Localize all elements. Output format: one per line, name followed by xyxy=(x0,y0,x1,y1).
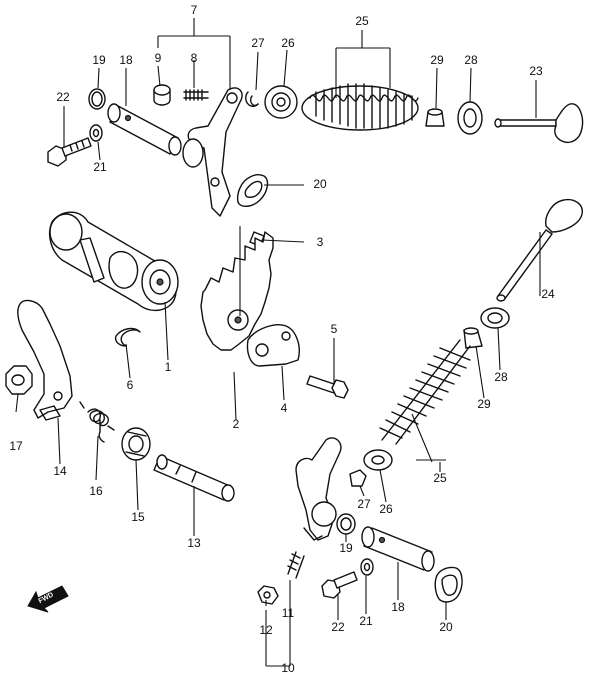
o-ring-19-top xyxy=(88,88,106,110)
callout-10: 10 xyxy=(281,661,295,675)
callout-25-top: 25 xyxy=(355,14,369,28)
callout-21-bottom: 21 xyxy=(359,614,373,628)
callout-6: 6 xyxy=(127,378,134,392)
callout-21-top: 21 xyxy=(93,160,107,174)
callout-22-bottom: 22 xyxy=(331,620,345,634)
spring-seat-28-top xyxy=(457,101,483,135)
washer-21-top xyxy=(89,124,103,142)
gasket-20-bottom xyxy=(434,566,463,603)
rocker-arm-7-top xyxy=(182,87,243,217)
retainer-26-bottom xyxy=(363,449,393,471)
spring-seat-28-bottom xyxy=(480,307,510,329)
bolt-5 xyxy=(306,375,349,399)
rocker-shaft-18-bottom xyxy=(361,526,435,572)
callout-19-top: 19 xyxy=(92,53,106,67)
valve-23 xyxy=(494,103,584,144)
callout-23: 23 xyxy=(529,64,543,78)
valve-seal-29-bottom xyxy=(463,327,483,349)
callout-2: 2 xyxy=(233,417,240,431)
valve-springs-25-bottom xyxy=(379,339,471,445)
callout-27-top: 27 xyxy=(251,36,265,50)
callout-29-top: 29 xyxy=(430,53,444,67)
rocker-shaft-18-top xyxy=(107,103,182,156)
valve-24 xyxy=(496,198,583,302)
cam-sprocket-2 xyxy=(200,231,274,351)
callout-11: 11 xyxy=(282,606,295,620)
adjust-screw-11 xyxy=(287,551,305,579)
shaft-13 xyxy=(153,454,235,502)
callout-22-top: 22 xyxy=(56,90,70,104)
rocker-arm-10 xyxy=(295,437,342,541)
callout-28-top: 28 xyxy=(464,53,478,67)
callout-18-top: 18 xyxy=(119,53,133,67)
callout-26-bottom: 26 xyxy=(379,502,393,516)
callout-9: 9 xyxy=(155,51,162,65)
callout-4: 4 xyxy=(281,401,288,415)
valve-seal-29-top xyxy=(425,108,445,127)
bolt-22-bottom xyxy=(321,571,358,599)
cap-9 xyxy=(153,84,171,106)
bearing-15 xyxy=(121,427,151,461)
retainer-26-top xyxy=(264,85,298,119)
fwd-arrow-icon: FWD xyxy=(27,585,69,613)
gasket-20-top xyxy=(236,174,269,207)
callout-1: 1 xyxy=(165,360,172,374)
callout-28-bottom: 28 xyxy=(494,370,508,384)
callout-17: 17 xyxy=(9,439,23,453)
callout-20-top: 20 xyxy=(313,177,327,191)
callout-20-bottom: 20 xyxy=(439,620,453,634)
callout-14: 14 xyxy=(53,464,67,478)
callout-19-bottom: 19 xyxy=(339,541,353,555)
valve-springs-25-top xyxy=(301,83,419,131)
callout-24: 24 xyxy=(541,287,555,301)
cotter-27-bottom xyxy=(349,469,367,487)
callout-27-bottom: 27 xyxy=(357,497,371,511)
callout-7: 7 xyxy=(191,3,198,17)
callout-18-bottom: 18 xyxy=(391,600,405,614)
callout-26-top: 26 xyxy=(281,36,295,50)
callout-16: 16 xyxy=(89,484,103,498)
callout-13: 13 xyxy=(187,536,201,550)
camshaft-1 xyxy=(48,211,179,311)
callout-5: 5 xyxy=(331,322,338,336)
washer-21-bottom xyxy=(360,558,374,576)
callout-12: 12 xyxy=(259,623,273,637)
callout-3: 3 xyxy=(317,235,324,249)
nut-17 xyxy=(5,365,33,395)
callout-25-bottom: 25 xyxy=(433,471,447,485)
leader-lines xyxy=(15,18,541,667)
callout-15: 15 xyxy=(131,510,145,524)
nut-12 xyxy=(257,585,279,605)
plate-4 xyxy=(246,324,300,367)
cotter-27-top xyxy=(245,91,259,107)
callout-8: 8 xyxy=(191,51,198,65)
clip-6 xyxy=(114,327,141,347)
bolt-22-top xyxy=(47,137,92,167)
o-ring-19-bottom xyxy=(336,513,356,535)
callout-labels: 7 9 8 19 18 22 21 27 26 25 29 28 23 20 3… xyxy=(9,3,555,675)
spring-16 xyxy=(79,401,115,443)
rocker-arm-14 xyxy=(17,299,73,421)
adjust-screw-8 xyxy=(183,89,209,101)
callout-29-bottom: 29 xyxy=(477,397,491,411)
